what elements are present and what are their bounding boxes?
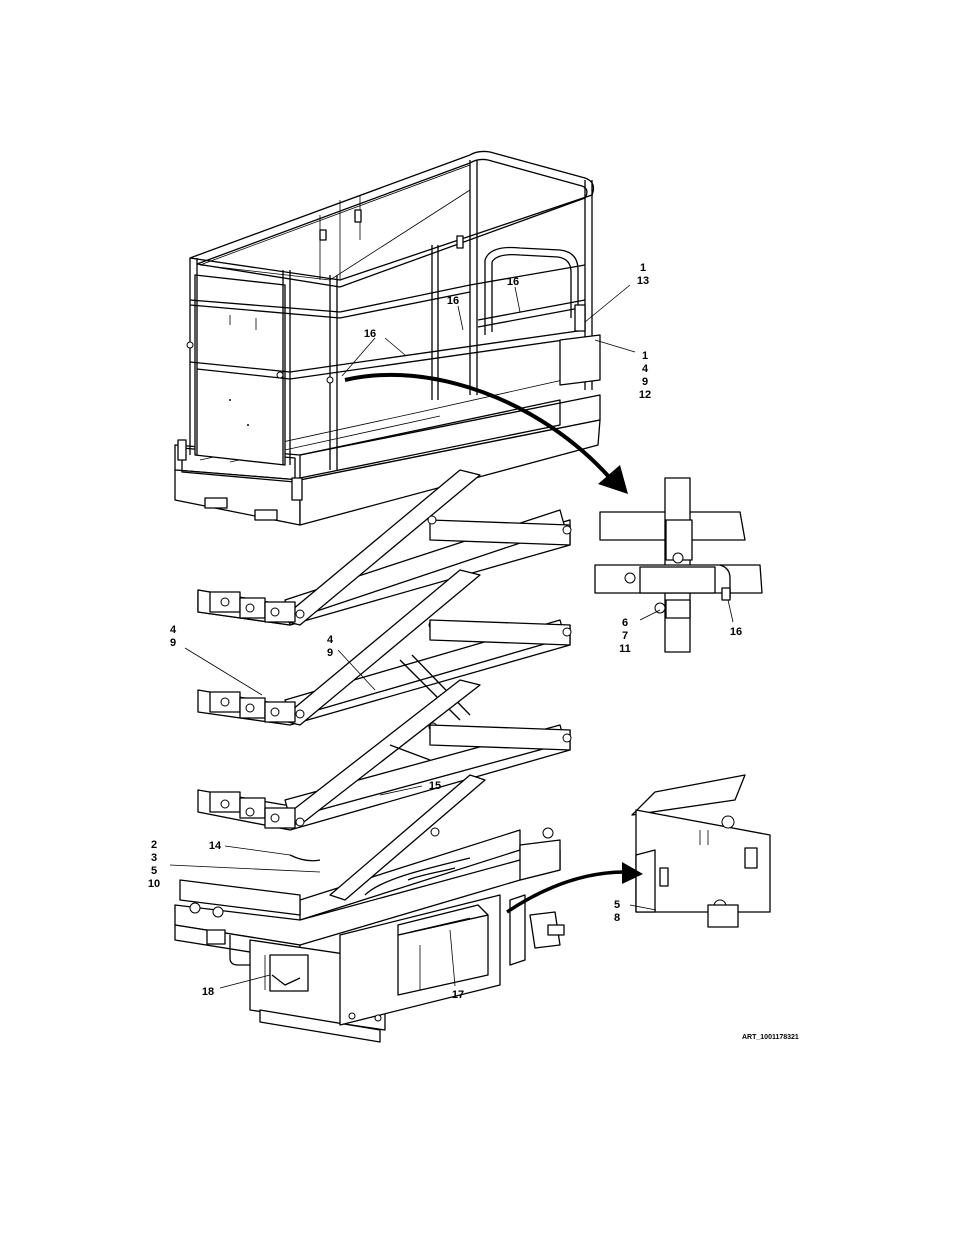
callout-4-9-center: 49 <box>327 634 334 659</box>
callout-number: 4 <box>170 624 177 636</box>
callout-16-mid: 16 <box>447 295 459 307</box>
callout-number: 11 <box>619 643 631 655</box>
callout-number: 4 <box>327 634 334 646</box>
callout-number: 16 <box>730 626 742 638</box>
detail-view-chassis-corner <box>631 774 771 928</box>
callout-number: 15 <box>429 780 441 792</box>
power-module-17 <box>397 904 489 996</box>
art-identifier: ART_1001178321 <box>742 1034 799 1041</box>
callout-number: 7 <box>622 630 628 642</box>
callout-number: 9 <box>170 637 176 649</box>
leader-lines <box>169 284 734 989</box>
chassis-base <box>174 839 565 1043</box>
detail-view-rail-clamp <box>594 477 763 653</box>
callout-16-left: 16 <box>364 328 376 340</box>
callout-number: 5 <box>151 865 157 877</box>
callout-number: 16 <box>364 328 376 340</box>
callout-1-13: 113 <box>637 262 649 287</box>
callout-number: 16 <box>447 295 459 307</box>
callout-number: 10 <box>148 878 160 890</box>
callout-number: 16 <box>507 276 519 288</box>
tier2-end-blocks <box>209 691 305 723</box>
callout-number: 9 <box>327 647 333 659</box>
arrow-head-chassis-detail <box>622 862 643 884</box>
callout-number: 1 <box>640 262 646 274</box>
callout-number: 9 <box>642 376 648 388</box>
callout-number: 2 <box>151 839 157 851</box>
scissor-arm-stack <box>197 469 572 921</box>
callout-number: 4 <box>642 363 649 375</box>
tier3-end-blocks <box>209 791 305 829</box>
callout-number: 13 <box>637 275 649 287</box>
callout-number: 1 <box>642 350 648 362</box>
callout-4-9-left: 49 <box>170 624 177 649</box>
callout-number: 5 <box>614 899 620 911</box>
platform-guardrail-assembly <box>174 150 601 526</box>
harness-18 <box>264 954 309 992</box>
callout-number: 17 <box>452 989 464 1001</box>
callout-number: 14 <box>209 840 222 852</box>
tier1-end-blocks <box>209 591 305 623</box>
callout-number: 18 <box>202 986 214 998</box>
callout-number: 3 <box>151 852 157 864</box>
callout-number: 6 <box>622 617 628 629</box>
callout-16-top: 16 <box>507 276 519 288</box>
callout-16-detail: 16 <box>730 626 742 638</box>
callout-5-8: 58 <box>614 899 620 924</box>
arrow-head-rail-detail <box>598 465 628 494</box>
callout-number: 8 <box>614 912 620 924</box>
callout-15: 15 <box>429 780 441 792</box>
callout-number: 12 <box>639 389 651 401</box>
callout-17: 17 <box>452 989 464 1001</box>
callout-18: 18 <box>202 986 214 998</box>
detail-arrows <box>344 372 643 914</box>
callout-14: 14 <box>209 840 222 852</box>
